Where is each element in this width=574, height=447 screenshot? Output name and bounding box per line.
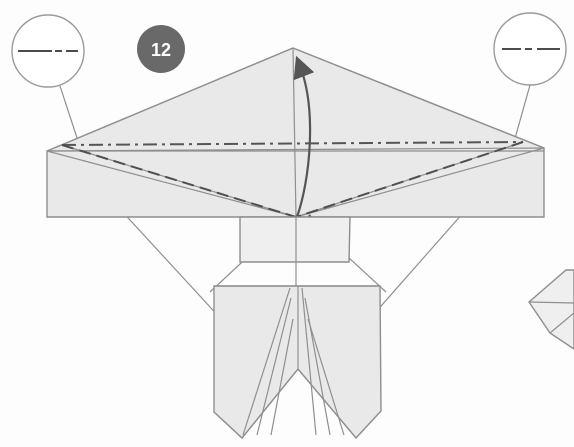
upper-paper-body <box>47 48 544 217</box>
middle-strip <box>240 217 350 286</box>
step-badge: 12 <box>137 25 185 73</box>
lower-paper-body <box>214 286 381 438</box>
left-mountain-fold-callout <box>12 15 84 150</box>
partial-right-shape <box>529 270 574 349</box>
step-number: 12 <box>151 40 171 60</box>
right-mountain-fold-callout <box>494 13 566 142</box>
